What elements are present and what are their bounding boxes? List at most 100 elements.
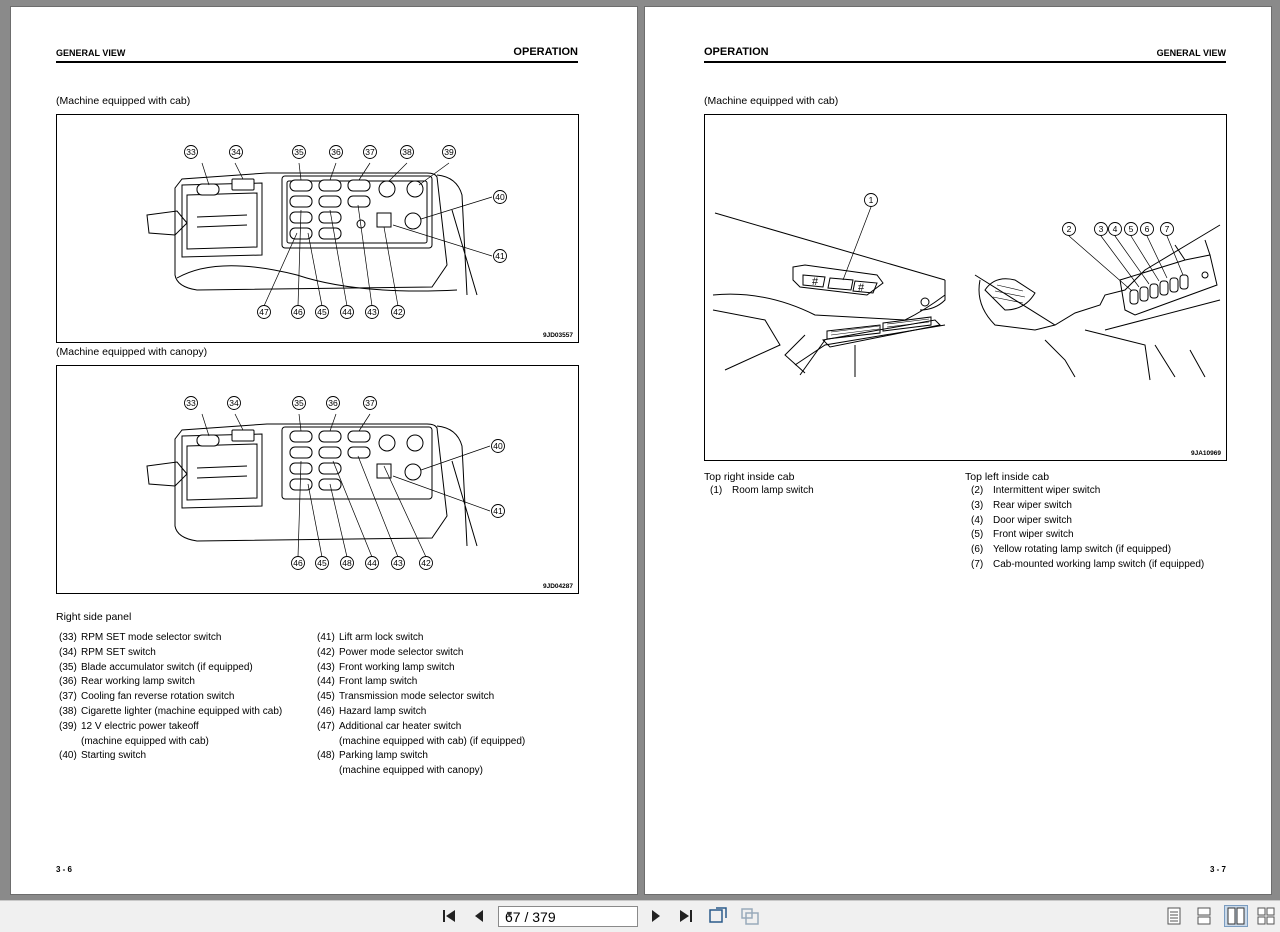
legend-list-col2: (41)Lift arm lock switch(42)Power mode s…: [317, 631, 525, 779]
two-page-continuous-view-button[interactable]: [1254, 905, 1278, 927]
callout-2: 2: [1067, 224, 1072, 234]
list-item-text: 12 V electric power takeoff: [81, 720, 199, 732]
list-item: (4)Door wiper switch: [971, 514, 1204, 529]
callout-44: 44: [342, 307, 352, 317]
list-item-text: Additional car heater switch: [339, 720, 462, 732]
page-header: OPERATION GENERAL VIEW: [704, 45, 1226, 63]
next-page-button[interactable]: [644, 905, 668, 927]
list-item-text: RPM SET mode selector switch: [81, 632, 222, 643]
fit-width-icon: [709, 907, 727, 923]
right-document-page: OPERATION GENERAL VIEW (Machine equipped…: [644, 6, 1272, 895]
list-item-number: (42): [317, 646, 335, 658]
list-item: (35)Blade accumulator switch (if equippe…: [59, 661, 282, 676]
list-item-text: Starting switch: [81, 750, 147, 762]
top-right-title: Top right inside cab: [704, 471, 795, 483]
list-item: (5)Front wiper switch: [971, 528, 1204, 543]
viewer-toolbar: 67 / 379 ▼: [0, 900, 1280, 932]
header-left-label: OPERATION: [704, 46, 769, 58]
left-document-page: GENERAL VIEW OPERATION (Machine equipped…: [10, 6, 638, 895]
cab-panel-illustration: 33 34 35 36 37 38 39 40 41 47 46 45 44 4…: [146, 145, 507, 319]
callout-3: 3: [1099, 224, 1104, 234]
page-number-selector[interactable]: 67 / 379 ▼: [498, 906, 638, 927]
section-title: Right side panel: [56, 611, 132, 623]
list-item: (37)Cooling fan reverse rotation switch: [59, 690, 282, 705]
callout-37: 37: [365, 398, 375, 408]
list-item-number: (1): [710, 485, 723, 496]
continuous-icon: [1197, 907, 1211, 925]
callout-6: 6: [1145, 224, 1150, 234]
chevron-down-icon: ▼: [505, 909, 514, 919]
list-item-number: (40): [59, 750, 77, 762]
callout-33: 33: [186, 147, 196, 157]
cab-ceiling-illustration: # # 1 2 3 4 5 6 7: [712, 193, 1221, 381]
figure-code-cab: 9JD03557: [543, 332, 573, 339]
top-right-list: (1)Room lamp switch: [710, 484, 814, 499]
callout-43: 43: [393, 558, 403, 568]
callout-36: 36: [328, 398, 338, 408]
caption-cab: (Machine equipped with cab): [704, 95, 839, 107]
callout-35: 35: [294, 398, 304, 408]
list-item-text: Parking lamp switch: [339, 750, 428, 762]
callout-34: 34: [231, 147, 241, 157]
first-page-icon: [443, 910, 455, 922]
callout-45: 45: [317, 307, 327, 317]
list-item-continuation: (machine equipped with cab): [81, 735, 209, 747]
header-left-label: GENERAL VIEW: [56, 48, 126, 58]
callout-47: 47: [259, 307, 269, 317]
callout-42: 42: [421, 558, 431, 568]
figure-cab-ceiling: # # 1 2 3 4 5 6 7 9JA10969: [704, 114, 1227, 461]
callout-39: 39: [444, 147, 454, 157]
continuous-view-button[interactable]: [1192, 905, 1216, 927]
callout-41: 41: [495, 251, 505, 261]
list-item-text: Lift arm lock switch: [339, 632, 424, 643]
list-item-text: Hazard lamp switch: [339, 705, 427, 717]
list-item-text: Power mode selector switch: [339, 646, 464, 658]
list-item-text: Rear working lamp switch: [81, 676, 195, 688]
list-item-text: RPM SET switch: [81, 646, 156, 658]
list-item-number: (35): [59, 661, 77, 673]
callout-45: 45: [317, 558, 327, 568]
list-item: (7)Cab-mounted working lamp switch (if e…: [971, 558, 1204, 573]
legend-list-col1: (33)RPM SET mode selector switch(34)RPM …: [59, 631, 282, 764]
list-item: (47)Additional car heater switch: [317, 720, 525, 735]
two-page-view-button[interactable]: [1224, 905, 1248, 927]
prev-page-button[interactable]: [467, 905, 491, 927]
callout-48: 48: [342, 558, 352, 568]
list-item-number: (34): [59, 646, 77, 658]
callout-44: 44: [367, 558, 377, 568]
list-item: (42) Power mode selector switch: [317, 646, 525, 661]
callout-35: 35: [294, 147, 304, 157]
last-page-icon: [680, 910, 692, 922]
first-page-button[interactable]: [437, 905, 461, 927]
list-item: (45)Transmission mode selector switch: [317, 690, 525, 705]
callout-42: 42: [393, 307, 403, 317]
callout-46: 46: [293, 558, 303, 568]
list-item: (2)Intermittent wiper switch: [971, 484, 1204, 499]
vent-symbol: #: [858, 282, 865, 294]
fit-page-button[interactable]: [738, 905, 762, 927]
callout-40: 40: [495, 192, 505, 202]
callout-38: 38: [402, 147, 412, 157]
figure-code: 9JA10969: [1191, 450, 1221, 457]
fit-width-button[interactable]: [706, 905, 730, 927]
list-item-number: (44): [317, 676, 335, 688]
callout-4: 4: [1113, 224, 1118, 234]
callout-37: 37: [365, 147, 375, 157]
list-item-text: Door wiper switch: [993, 514, 1072, 526]
list-item: (6)Yellow rotating lamp switch (if equip…: [971, 543, 1204, 558]
header-right-label: GENERAL VIEW: [1156, 48, 1226, 58]
callout-43: 43: [367, 307, 377, 317]
list-item-text: Transmission mode selector switch: [339, 691, 495, 703]
list-item: (48)Parking lamp switch: [317, 749, 525, 764]
list-item-number: (38): [59, 705, 77, 717]
list-item: (39)12 V electric power takeoff: [59, 720, 282, 735]
canopy-panel-illustration: 33 34 35 36 37 40 41 46 45 48 44 43 42: [146, 396, 505, 570]
list-item: (1)Room lamp switch: [710, 484, 814, 499]
callout-34: 34: [229, 398, 239, 408]
list-item: (44)Front lamp switch: [317, 675, 525, 690]
list-item-number: (7): [971, 558, 984, 570]
callout-36: 36: [331, 147, 341, 157]
last-page-button[interactable]: [674, 905, 698, 927]
single-page-view-button[interactable]: [1162, 905, 1186, 927]
list-item: (36)Rear working lamp switch: [59, 675, 282, 690]
